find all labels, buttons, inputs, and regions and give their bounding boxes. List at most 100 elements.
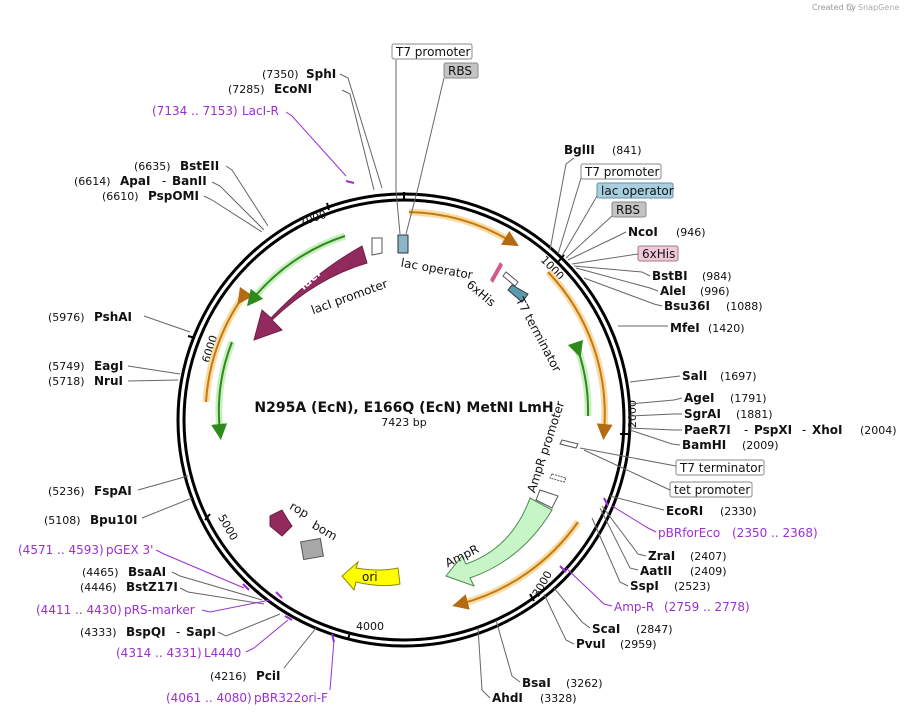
enzyme-bspqi-name[interactable]: BspQI [126, 625, 166, 639]
primer-prs-marker-name[interactable]: pRS-marker [124, 603, 195, 617]
enzyme-sphi-leader [339, 73, 383, 189]
svg-text:-: - [162, 174, 166, 188]
t7-terminator-inner-feature[interactable] [549, 473, 567, 483]
laci-promoter-arrow[interactable] [371, 237, 383, 256]
snapgene-logo-icon [846, 3, 854, 11]
enzyme-xhoi-name[interactable]: XhoI [812, 423, 843, 437]
enzyme-scai-leader [553, 587, 591, 629]
ampr-gene-arrow[interactable] [445, 497, 553, 587]
enzyme-alei-name[interactable]: AleI [660, 284, 686, 298]
enzyme-ncoi-name[interactable]: NcoI [628, 225, 658, 239]
t7-promoter-arrow-inner[interactable] [502, 271, 519, 287]
tick-label-4000: 4000 [356, 620, 384, 633]
svg-text:-: - [802, 423, 806, 437]
his-tag-right-label: 6xHis [642, 247, 675, 261]
enzyme-mfei-name[interactable]: MfeI [670, 321, 700, 335]
enzyme-bglii-pos: (841) [612, 144, 642, 157]
t7-promoter-right-box[interactable] [580, 163, 662, 180]
enzyme-ecori-name[interactable]: EcoRI [666, 504, 703, 518]
enzyme-sgrai-name[interactable]: SgrAI [684, 407, 721, 421]
primer-pbrforeco-name[interactable]: pBRforEco [658, 526, 720, 540]
enzyme-econi-leader [341, 89, 375, 191]
enzyme-sspi-leader [591, 517, 629, 587]
enzyme-bsai-name[interactable]: BsaI [522, 676, 551, 690]
enzyme-bsaai-pos: (4465) [82, 566, 119, 579]
orf-arc-left [205, 286, 254, 403]
enzyme-pshai-name[interactable]: PshAI [94, 310, 132, 324]
enzyme-paer7i-leader [629, 427, 682, 431]
enzyme-aatii-name[interactable]: AatII [640, 564, 672, 578]
t7-terminator-right-box[interactable] [675, 459, 765, 476]
enzyme-zrai-name[interactable]: ZraI [648, 549, 675, 563]
t7-terminator-right-leader [579, 447, 677, 467]
tick-marks: 1000 2000 3000 4000 5000 6000 7000 [187, 192, 639, 641]
primer-pbr322ori-f-range: (4061 .. 4080) [166, 691, 252, 705]
enzyme-agei-leader [629, 397, 683, 405]
enzyme-pvui-name[interactable]: PvuI [576, 637, 606, 651]
t7-terminator-feature[interactable] [507, 284, 529, 303]
enzyme-sspi-name[interactable]: SspI [630, 579, 659, 593]
enzyme-sali-name[interactable]: SalI [682, 369, 707, 383]
tet-promoter-arrow[interactable] [559, 439, 579, 449]
t7-promoter-top-box[interactable] [391, 43, 473, 60]
enzyme-econi-name[interactable]: EcoNI [274, 82, 312, 96]
enzyme-eagi-name[interactable]: EagI [94, 359, 123, 373]
bom-feature[interactable] [300, 537, 324, 561]
enzyme-bstz17i-name[interactable]: BstZ17I [126, 580, 178, 594]
left-primer-labels: (7134 .. 7153) LacI-R (4571 .. 4593) pGE… [18, 104, 355, 705]
rbs-right-box[interactable] [611, 201, 647, 218]
enzyme-sapi-name[interactable]: SapI [186, 625, 216, 639]
enzyme-scai-name[interactable]: ScaI [592, 622, 620, 636]
his-tag-right-box[interactable] [637, 245, 679, 262]
enzyme-bstbi-name[interactable]: BstBI [652, 269, 688, 283]
enzyme-zrai-pos: (2407) [690, 550, 727, 563]
primer-pbr322ori-f-name[interactable]: pBR322ori-F [254, 691, 328, 705]
rop-feature-arrow[interactable] [269, 509, 293, 537]
enzyme-bspqi-leader [217, 613, 281, 637]
enzyme-mfei-pos: (1420) [708, 322, 745, 335]
enzyme-nrui-pos: (5718) [48, 375, 85, 388]
enzyme-bglii-name[interactable]: BglII [564, 143, 595, 157]
lac-operator-right-label: lac operator [601, 184, 674, 198]
enzyme-pspxi-name[interactable]: PspXI [754, 423, 792, 437]
primer-laci-r-leader [285, 111, 347, 177]
enzyme-bpu10i-name[interactable]: Bpu10I [90, 513, 137, 527]
his-tag-right-leader [571, 253, 639, 265]
enzyme-bpu10i-pos: (5108) [44, 514, 81, 527]
primer-amp-r-name[interactable]: Amp-R [614, 600, 654, 614]
enzyme-bamhi-name[interactable]: BamHI [682, 438, 726, 452]
ori-feature-arrow[interactable] [341, 560, 401, 592]
enzyme-ahdi-name[interactable]: AhdI [492, 691, 523, 705]
primer-pgex3-name[interactable]: pGEX 3' [106, 543, 153, 557]
ampr-promoter-arrow[interactable] [535, 489, 559, 509]
primer-laci-r-name[interactable]: LacI-R [242, 104, 279, 118]
enzyme-fspai-name[interactable]: FspAI [94, 484, 132, 498]
enzyme-paer7i-pos: (2004) [860, 424, 897, 437]
enzyme-sphi-name[interactable]: SphI [306, 67, 336, 81]
enzyme-nrui-name[interactable]: NruI [94, 374, 123, 388]
enzyme-banii-name[interactable]: BanII [172, 174, 207, 188]
enzyme-pspomi-name[interactable]: PspOMI [148, 189, 199, 203]
enzyme-bamhi-pos: (2009) [742, 439, 779, 452]
his-tag-feature[interactable] [490, 262, 503, 283]
enzyme-pcii-name[interactable]: PciI [256, 669, 281, 683]
primer-l4440-range: (4314 .. 4331) [116, 646, 202, 660]
enzyme-bsteii-name[interactable]: BstEII [180, 159, 219, 173]
enzyme-ecori-pos: (2330) [720, 505, 757, 518]
right-primer-labels: pBRforEco (2350 .. 2368) Amp-R (2759 .. … [559, 497, 818, 614]
lac-operator-right-box[interactable] [596, 182, 674, 199]
rbs-top-box[interactable] [443, 62, 479, 79]
enzyme-apai-name[interactable]: ApaI [120, 174, 150, 188]
enzyme-paer7i-name[interactable]: PaeR7I [684, 423, 731, 437]
enzyme-bsaai-name[interactable]: BsaAI [128, 565, 166, 579]
t7-terminator-right-label: T7 terminator [679, 461, 763, 475]
enzyme-alei-leader [575, 267, 659, 292]
enzyme-agei-name[interactable]: AgeI [684, 391, 714, 405]
primer-l4440-name[interactable]: L4440 [204, 646, 241, 660]
lac-operator-feature[interactable] [397, 234, 409, 254]
enzyme-bsu36i-name[interactable]: Bsu36I [664, 299, 710, 313]
primer-pbrforeco-mark [603, 497, 609, 507]
laci-gene-arrow[interactable] [253, 245, 368, 341]
enzyme-bsaai-leader [171, 571, 263, 601]
tet-promoter-leader [583, 449, 671, 491]
